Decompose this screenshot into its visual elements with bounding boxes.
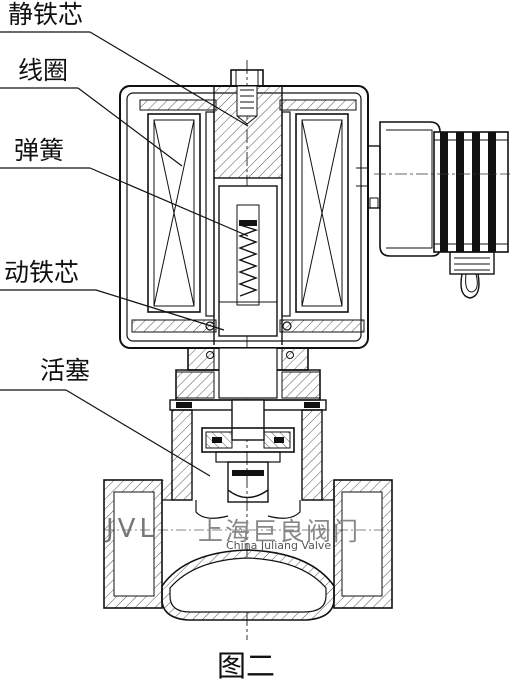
watermark-logo: JVL <box>106 514 158 544</box>
neck-adapter <box>175 347 321 401</box>
valve-body-upper <box>171 409 323 501</box>
watermark-brand-cn: 上海巨良阀门 <box>198 517 361 546</box>
leader-moving-core-diag <box>95 289 225 331</box>
valve-body <box>103 479 393 621</box>
leader-static-core-diag <box>89 31 249 127</box>
label-piston: 活塞 <box>40 356 91 385</box>
spring <box>236 204 260 306</box>
leader-coil-diag <box>77 87 183 167</box>
label-static-core: 静铁芯 <box>8 0 84 29</box>
coil-winding-left <box>147 113 201 313</box>
coil-winding-right <box>295 113 349 313</box>
figure-caption: 图二 <box>217 649 276 683</box>
label-moving-core: 动铁芯 <box>4 258 80 287</box>
leader-spring-diag <box>89 167 249 237</box>
electrical-connector <box>356 121 510 299</box>
label-spring: 弹簧 <box>14 136 65 165</box>
watermark-brand-en: China Juliang Valve <box>226 539 332 552</box>
static-core <box>213 69 283 179</box>
leader-lines <box>0 31 249 477</box>
piston <box>201 399 295 503</box>
leader-piston-diag <box>65 389 211 477</box>
moving-core <box>218 185 278 337</box>
label-coil: 线圈 <box>18 56 69 85</box>
